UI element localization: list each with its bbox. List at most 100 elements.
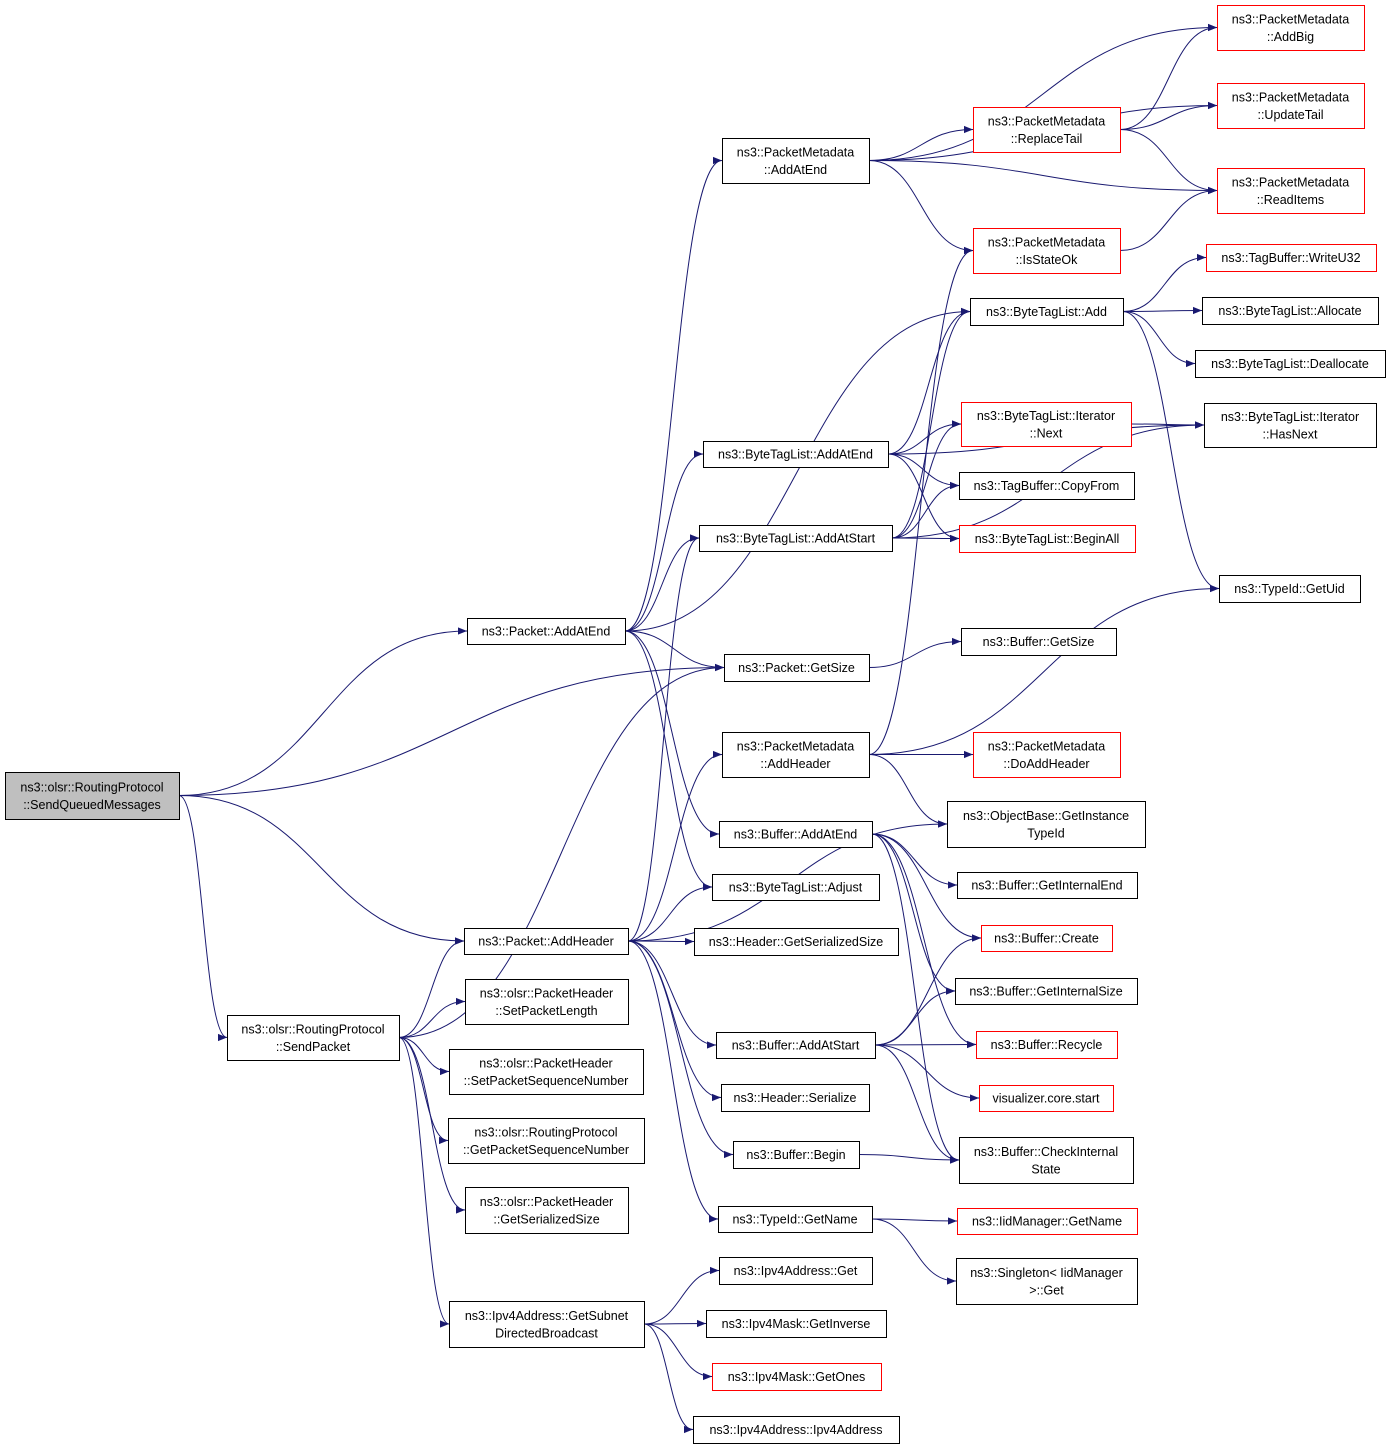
node-box	[961, 628, 1117, 656]
node-label-line: ::UpdateTail	[1257, 108, 1323, 122]
node-label-line: ::GetSerializedSize	[493, 1212, 599, 1226]
node-label-line: ns3::Buffer::Recycle	[991, 1038, 1103, 1052]
node-pm_updatetail[interactable]: ns3::PacketMetadata::UpdateTail	[1217, 83, 1365, 129]
node-label-line: ::Next	[1030, 426, 1063, 440]
node-pm_isstateok[interactable]: ns3::PacketMetadata::IsStateOk	[973, 228, 1121, 274]
node-hdr_getserializedsize[interactable]: ns3::Header::GetSerializedSize	[694, 928, 899, 956]
edge-btl_add-to-typeid_getuid	[1122, 311, 1220, 593]
node-label-line: ns3::Buffer::Begin	[746, 1148, 845, 1162]
node-box	[959, 1137, 1134, 1184]
edge-sendpacket-to-rp_getpacketseqnum	[398, 1037, 449, 1145]
node-pm_replacetail[interactable]: ns3::PacketMetadata::ReplaceTail	[973, 107, 1121, 153]
node-btl_iter_hasnext[interactable]: ns3::ByteTagList::Iterator::HasNext	[1204, 403, 1377, 448]
node-btl_deallocate[interactable]: ns3::ByteTagList::Deallocate	[1195, 350, 1386, 378]
node-box	[1202, 297, 1379, 325]
edge-pm_addheader-to-typeid_getuid	[868, 584, 1220, 755]
node-btl_addatend[interactable]: ns3::ByteTagList::AddAtEnd	[703, 441, 889, 468]
node-ipv4_getsubnetdirectedbroadcast[interactable]: ns3::Ipv4Address::GetSubnetDirectedBroad…	[449, 1301, 645, 1348]
edge-sendpacket-to-pkt_getsize	[398, 663, 725, 1038]
edge-pm_replacetail-to-pm_updatetail	[1119, 101, 1218, 130]
node-btl_allocate[interactable]: ns3::ByteTagList::Allocate	[1202, 297, 1379, 325]
node-ipv4addr_get[interactable]: ns3::Ipv4Address::Get	[719, 1257, 873, 1285]
node-pkt_getsize[interactable]: ns3::Packet::GetSize	[724, 654, 870, 682]
node-ph_setpacketlength[interactable]: ns3::olsr::PacketHeader::SetPacketLength	[465, 979, 629, 1025]
node-typeid_getuid[interactable]: ns3::TypeId::GetUid	[1219, 575, 1361, 603]
node-tb_writeu32[interactable]: ns3::TagBuffer::WriteU32	[1206, 244, 1377, 272]
node-pm_addheader[interactable]: ns3::PacketMetadata::AddHeader	[722, 732, 870, 778]
node-pm_doaddheader[interactable]: ns3::PacketMetadata::DoAddHeader	[973, 732, 1121, 778]
node-label-line: ns3::Ipv4Address::GetSubnet	[465, 1309, 629, 1323]
node-box	[464, 928, 629, 955]
node-rp_getpacketseqnum[interactable]: ns3::olsr::RoutingProtocol::GetPacketSeq…	[448, 1118, 645, 1164]
node-label-line: ns3::Packet::AddAtEnd	[482, 625, 611, 639]
node-singleton_get[interactable]: ns3::Singleton< IidManager>::Get	[956, 1258, 1138, 1305]
edge-btl_addatend-to-tb_copyfrom	[887, 453, 960, 490]
node-layer: ns3::olsr::RoutingProtocol::SendQueuedMe…	[5, 5, 1386, 1444]
node-pkt_addheader[interactable]: ns3::Packet::AddHeader	[464, 928, 629, 955]
edge-btl_add-to-btl_allocate	[1122, 306, 1203, 315]
node-btl_addatstart[interactable]: ns3::ByteTagList::AddAtStart	[699, 525, 893, 552]
edge-btl_add-to-tb_writeu32	[1122, 253, 1207, 312]
node-box	[467, 618, 626, 645]
node-sendpacket[interactable]: ns3::olsr::RoutingProtocol::SendPacket	[227, 1015, 400, 1061]
node-box	[947, 801, 1146, 848]
node-btl_adjust[interactable]: ns3::ByteTagList::Adjust	[712, 874, 880, 901]
node-label-line: ns3::ByteTagList::Add	[986, 305, 1107, 319]
node-pm_addatend[interactable]: ns3::PacketMetadata::AddAtEnd	[722, 138, 870, 184]
node-buf_begin[interactable]: ns3::Buffer::Begin	[733, 1141, 860, 1169]
node-ipv4mask_getinverse[interactable]: ns3::Ipv4Mask::GetInverse	[706, 1310, 887, 1338]
node-buf_getsize[interactable]: ns3::Buffer::GetSize	[961, 628, 1117, 656]
node-label-line: State	[1031, 1162, 1060, 1176]
node-pkt_addatend[interactable]: ns3::Packet::AddAtEnd	[467, 618, 626, 645]
node-buf_getinternalsize[interactable]: ns3::Buffer::GetInternalSize	[955, 978, 1138, 1005]
edge-btl_addatend-to-btl_add	[887, 307, 971, 455]
node-ph_getserializedsize[interactable]: ns3::olsr::PacketHeader::GetSerializedSi…	[465, 1187, 629, 1234]
node-viz_core_start[interactable]: visualizer.core.start	[979, 1085, 1114, 1112]
edge-pm_isstateok-to-pm_readitems	[1119, 186, 1218, 251]
edge-pkt_addatend-to-btl_addatstart	[624, 534, 700, 632]
node-tb_copyfrom[interactable]: ns3::TagBuffer::CopyFrom	[959, 472, 1135, 500]
node-label-line: ns3::Buffer::CheckInternal	[974, 1145, 1118, 1159]
node-pm_addbig[interactable]: ns3::PacketMetadata::AddBig	[1217, 5, 1365, 51]
node-box	[957, 1208, 1138, 1235]
node-label-line: >::Get	[1029, 1283, 1064, 1297]
node-buf_addatend[interactable]: ns3::Buffer::AddAtEnd	[719, 821, 873, 848]
node-box	[719, 1257, 873, 1285]
edge-pkt_addatend-to-pm_addatend	[624, 156, 723, 632]
node-ph_setpacketseqnum[interactable]: ns3::olsr::PacketHeader::SetPacketSequen…	[449, 1049, 644, 1095]
node-root[interactable]: ns3::olsr::RoutingProtocol::SendQueuedMe…	[5, 772, 180, 820]
node-label-line: ns3::TagBuffer::WriteU32	[1221, 251, 1360, 265]
node-label-line: ns3::Ipv4Mask::GetOnes	[728, 1370, 866, 1384]
node-ipv4mask_getones[interactable]: ns3::Ipv4Mask::GetOnes	[712, 1363, 882, 1391]
node-btl_beginall[interactable]: ns3::ByteTagList::BeginAll	[959, 525, 1136, 553]
node-label-line: ns3::olsr::PacketHeader	[480, 986, 613, 1000]
node-buf_create[interactable]: ns3::Buffer::Create	[981, 925, 1113, 952]
edge-pkt_addatend-to-btl_add	[624, 307, 971, 632]
node-buf_recycle[interactable]: ns3::Buffer::Recycle	[976, 1031, 1118, 1059]
node-btl_iter_next[interactable]: ns3::ByteTagList::Iterator::Next	[961, 402, 1132, 447]
edge-ipv4_getsubnetdirectedbroadcast-to-ipv4mask_getones	[643, 1323, 713, 1381]
edge-buf_addatend-to-buf_getinternalsize	[871, 833, 956, 995]
node-pm_readitems[interactable]: ns3::PacketMetadata::ReadItems	[1217, 168, 1365, 214]
node-typeid_getname[interactable]: ns3::TypeId::GetName	[718, 1206, 873, 1233]
node-buf_getinternalend[interactable]: ns3::Buffer::GetInternalEnd	[957, 872, 1138, 899]
node-box	[981, 925, 1113, 952]
node-buf_addatstart[interactable]: ns3::Buffer::AddAtStart	[716, 1032, 876, 1059]
node-box	[959, 525, 1136, 553]
node-box	[961, 402, 1132, 447]
node-label-line: ns3::ByteTagList::Iterator	[977, 409, 1115, 423]
edge-pm_replacetail-to-pm_readitems	[1119, 129, 1218, 195]
node-box	[1217, 5, 1365, 51]
node-iidmgr_getname[interactable]: ns3::IidManager::GetName	[957, 1208, 1138, 1235]
node-box	[1217, 168, 1365, 214]
node-btl_add[interactable]: ns3::ByteTagList::Add	[970, 298, 1124, 326]
edge-pkt_addheader-to-buf_addatstart	[627, 940, 717, 1049]
node-hdr_serialize[interactable]: ns3::Header::Serialize	[721, 1084, 870, 1112]
node-box	[706, 1310, 887, 1338]
node-box	[5, 772, 180, 820]
node-ipv4addr_ctor[interactable]: ns3::Ipv4Address::Ipv4Address	[693, 1416, 900, 1444]
node-box	[979, 1085, 1114, 1112]
node-label-line: ns3::olsr::RoutingProtocol	[20, 780, 163, 794]
